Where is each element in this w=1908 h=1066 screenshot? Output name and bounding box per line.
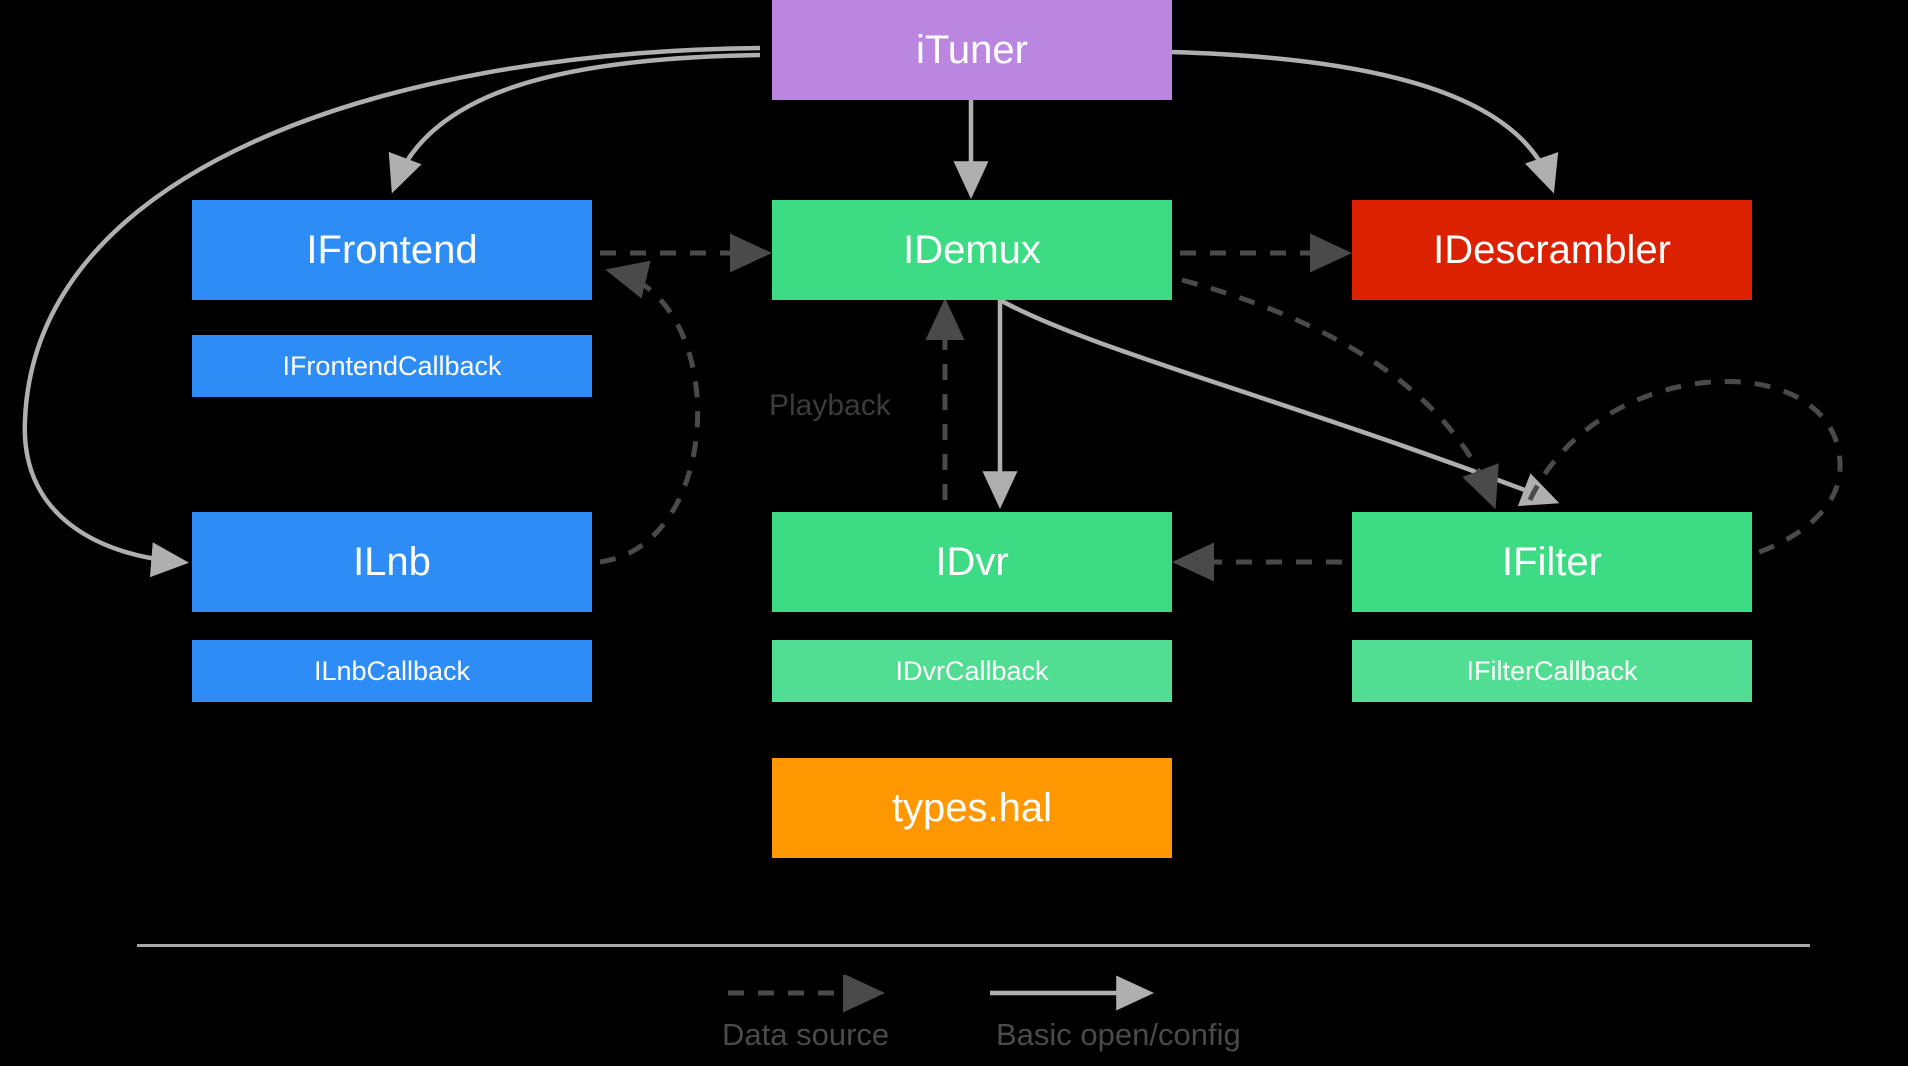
node-ifilter-callback[interactable]: IFilterCallback xyxy=(1352,640,1752,702)
legend-arrows xyxy=(728,975,1154,1013)
node-ilnb-callback[interactable]: ILnbCallback xyxy=(192,640,592,702)
legend-divider xyxy=(137,944,1810,947)
node-idemux[interactable]: IDemux xyxy=(772,200,1172,300)
edge-ituner-ifrontend xyxy=(388,52,761,194)
node-types-hal[interactable]: types.hal xyxy=(772,758,1172,858)
node-ifrontend-callback[interactable]: IFrontendCallback xyxy=(192,335,592,397)
node-ilnb[interactable]: ILnb xyxy=(192,512,592,612)
edge-idemux-ifilter-dashed xyxy=(1181,277,1499,510)
node-idvr-callback-label: IDvrCallback xyxy=(895,655,1049,686)
node-ifilter[interactable]: IFilter xyxy=(1352,512,1752,612)
solid-edges xyxy=(22,45,1560,578)
edge-ifilter-self-loop xyxy=(1527,378,1843,592)
node-ifrontend-callback-label: IFrontendCallback xyxy=(282,350,502,381)
node-ifilter-callback-label: IFilterCallback xyxy=(1466,655,1638,686)
node-idescrambler[interactable]: IDescrambler xyxy=(1352,200,1752,300)
edge-ituner-idescrambler xyxy=(1170,49,1559,194)
legend-label-data-source: Data source xyxy=(722,1017,890,1052)
node-types-hal-label: types.hal xyxy=(891,786,1053,830)
edge-ituner-ilnb xyxy=(22,45,761,578)
legend-label-basic-open-config: Basic open/config xyxy=(996,1017,1241,1052)
node-ilnb-label: ILnb xyxy=(353,540,431,584)
node-idvr-label: IDvr xyxy=(935,540,1009,584)
node-ifrontend[interactable]: IFrontend xyxy=(192,200,592,300)
node-ituner[interactable]: iTuner xyxy=(772,0,1172,100)
node-idescrambler-label: IDescrambler xyxy=(1433,228,1671,272)
node-idvr[interactable]: IDvr xyxy=(772,512,1172,612)
node-idemux-label: IDemux xyxy=(903,228,1041,272)
dashed-edges xyxy=(599,233,1843,592)
edge-label-playback: Playback xyxy=(769,389,891,422)
node-ifilter-label: IFilter xyxy=(1502,540,1602,584)
node-idvr-callback[interactable]: IDvrCallback xyxy=(772,640,1172,702)
edge-ilnb-ifrontend xyxy=(599,260,701,565)
edge-idemux-ifilter xyxy=(998,298,1560,507)
node-ilnb-callback-label: ILnbCallback xyxy=(313,655,471,686)
node-ituner-label: iTuner xyxy=(916,28,1028,72)
node-ifrontend-label: IFrontend xyxy=(306,228,478,272)
